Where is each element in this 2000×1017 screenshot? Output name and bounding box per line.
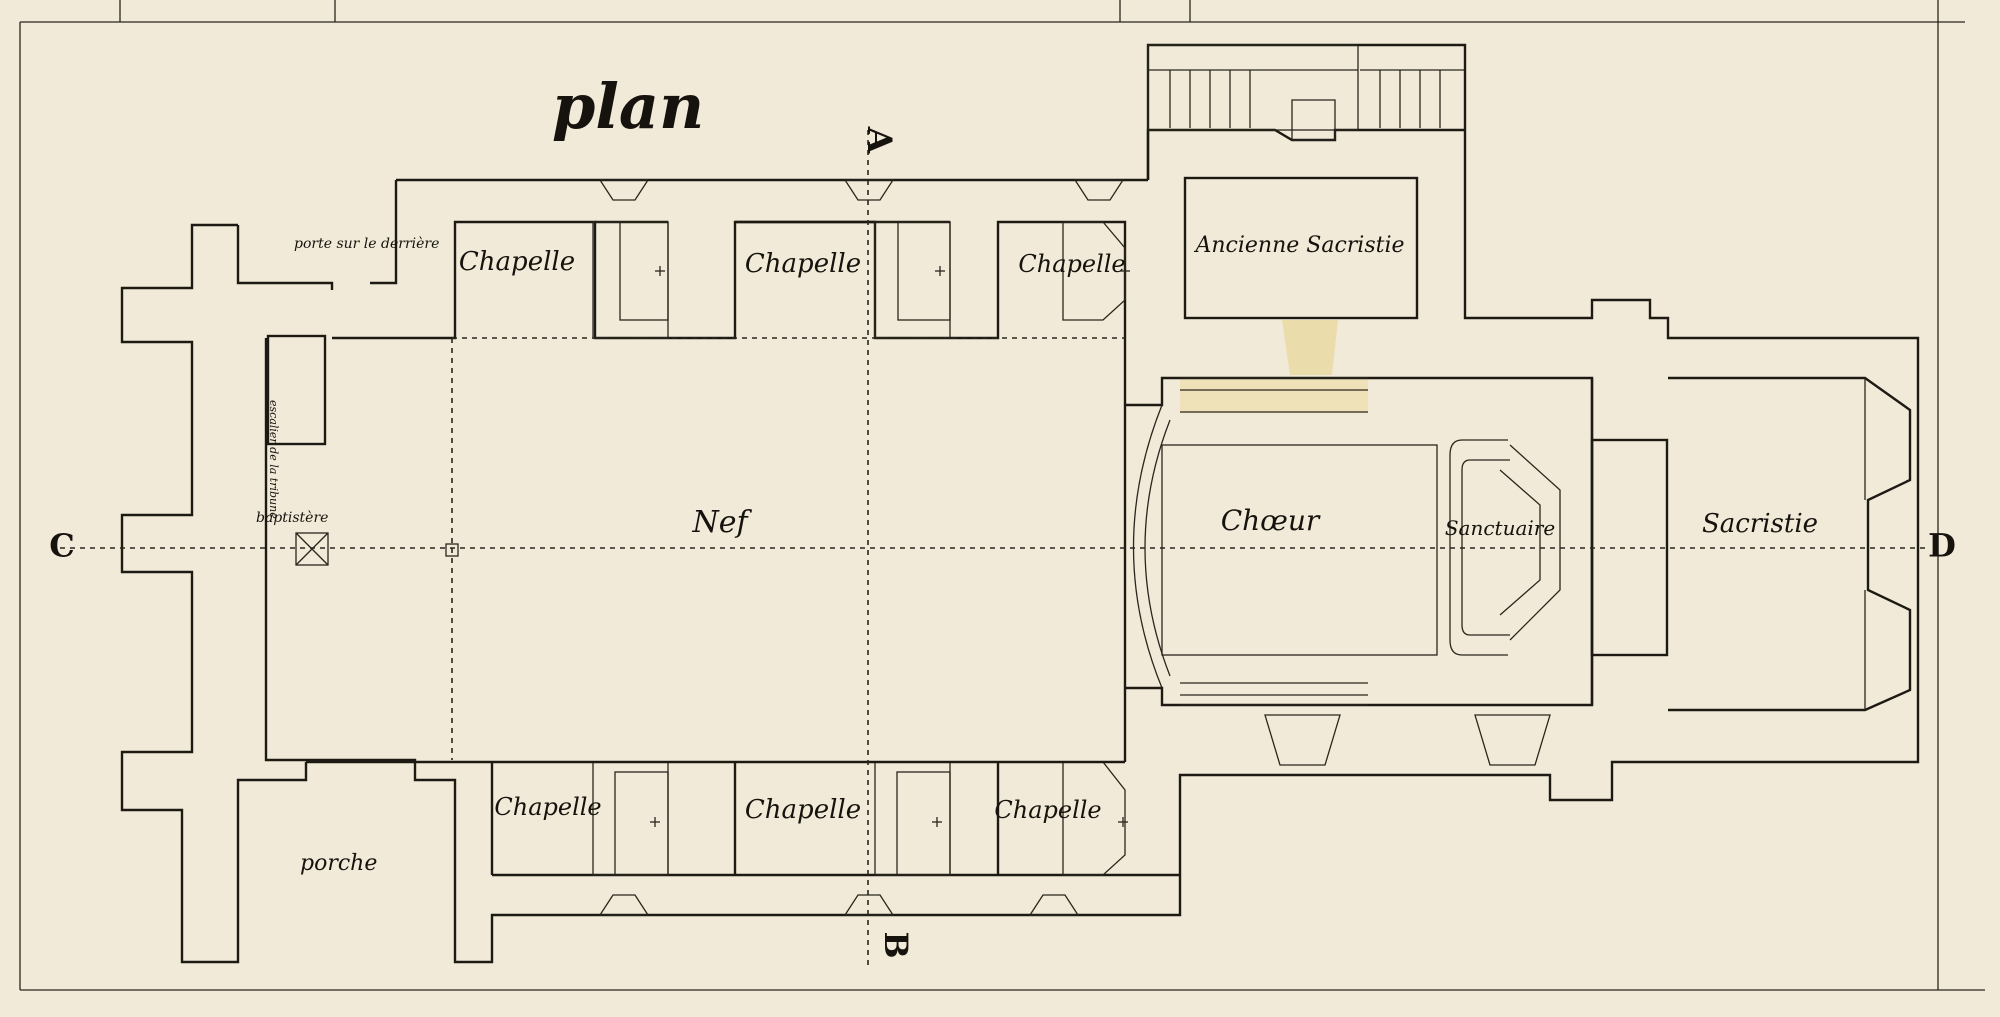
- passage-wash: [1282, 320, 1338, 375]
- axis-label-c: C: [49, 527, 74, 565]
- label-sanctuaire: Sanctuaire: [1445, 516, 1555, 540]
- axis-label-a: A: [859, 126, 899, 154]
- axis-label-d: D: [1928, 527, 1956, 565]
- label-sacristie: Sacristie: [1702, 509, 1818, 539]
- label-nef: Nef: [691, 505, 752, 540]
- label-choeur: Chœur: [1221, 504, 1321, 537]
- label-porte: porte sur le derrière: [294, 236, 439, 252]
- altar-cross-icons: [650, 266, 1130, 827]
- label-porche: porche: [300, 851, 377, 876]
- label-ancienne-sacristie: Ancienne Sacristie: [1193, 233, 1404, 258]
- label-chapelle-north-3: Chapelle: [1018, 250, 1125, 278]
- label-chapelle-south-1: Chapelle: [494, 793, 601, 821]
- church-outline: [120, 43, 1920, 964]
- sheet-border: [19, 0, 1985, 991]
- label-chapelle-north-1: Chapelle: [459, 247, 575, 277]
- label-baptistere: baptistère: [256, 510, 328, 526]
- label-chapelle-north-2: Chapelle: [745, 249, 861, 279]
- label-chapelle-south-3: Chapelle: [994, 796, 1101, 824]
- label-chapelle-south-2: Chapelle: [745, 795, 861, 825]
- stall-wash: [1180, 378, 1368, 413]
- plan-title: plan: [552, 70, 704, 143]
- label-escalier: escalier de la tribune: [267, 400, 280, 519]
- axis-label-b: B: [877, 931, 915, 958]
- baptismal-font-icon: [295, 532, 329, 566]
